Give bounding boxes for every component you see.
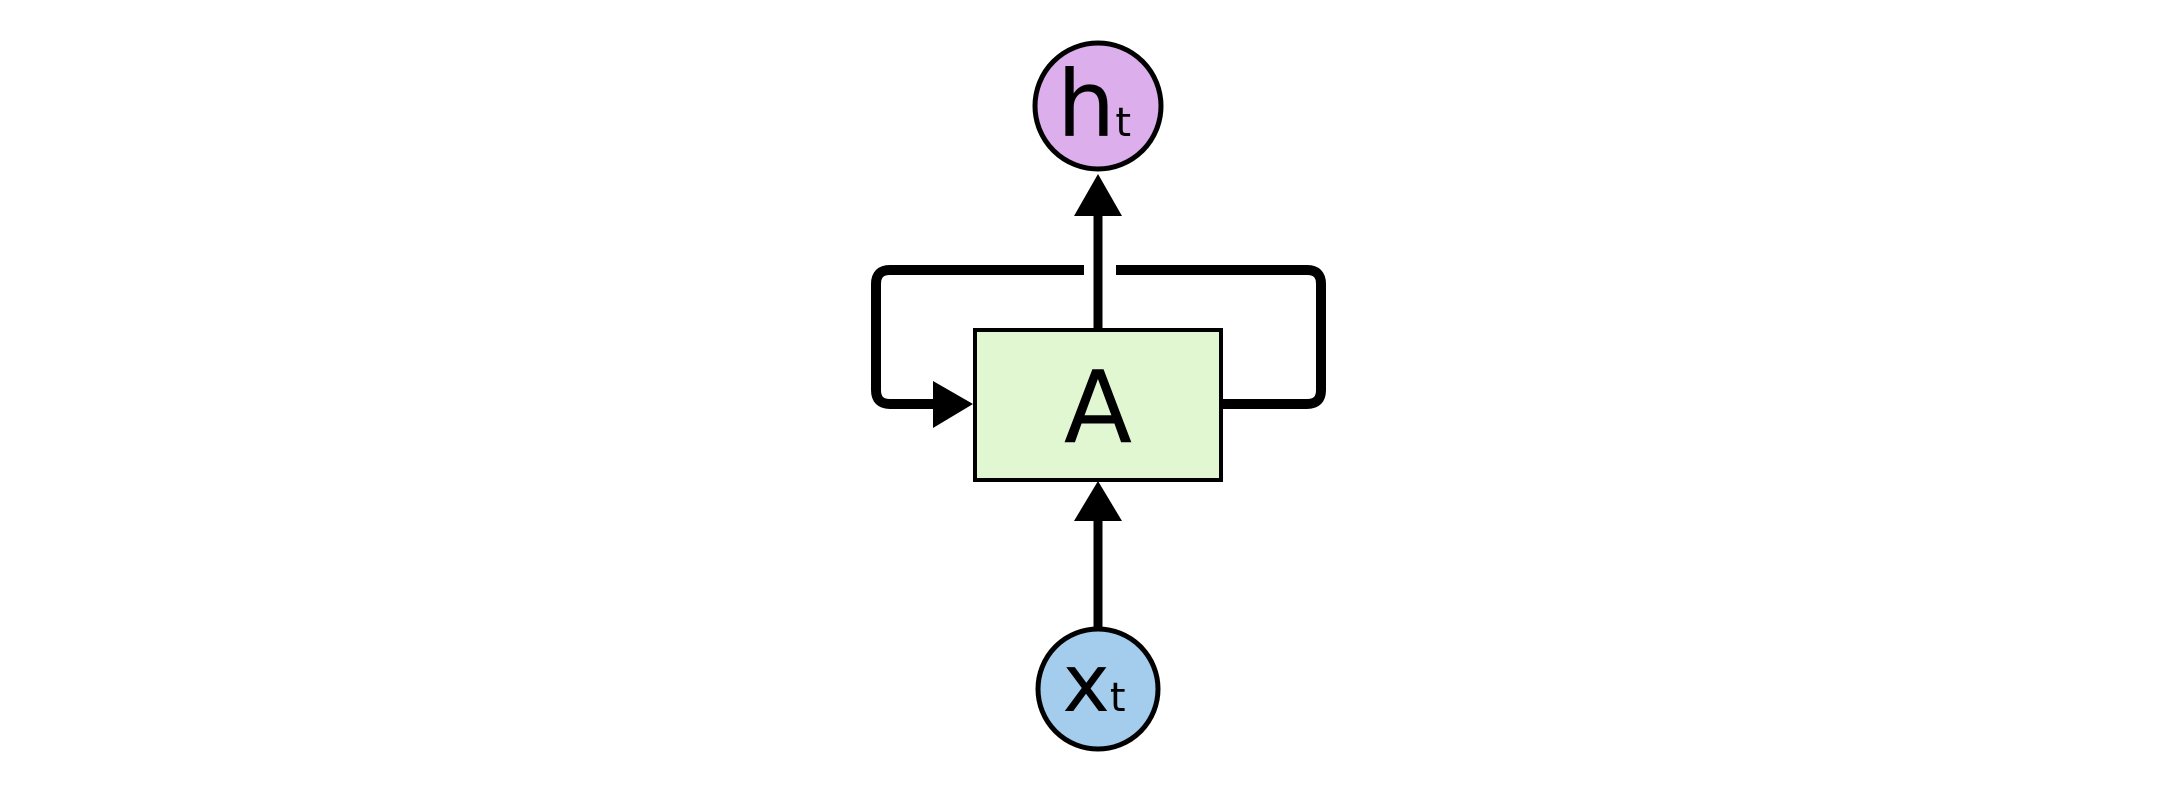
svg-text:xt: xt [1062,637,1125,730]
input-arrowhead [1074,481,1122,521]
cell-label: A [1064,349,1132,466]
cell-block: A [973,328,1223,482]
output-arrowhead [1074,174,1122,216]
input-node-x: xt [1035,626,1161,752]
input-label-main: x [1062,637,1109,730]
input-label-sub: t [1110,675,1126,721]
loop-arrowhead [933,381,973,428]
output-label-sub: t [1115,100,1131,146]
output-node-h: ht [1032,40,1164,172]
output-label-main: h [1057,51,1115,158]
recurrent-loop [871,265,1326,409]
svg-text:ht: ht [1057,51,1131,158]
